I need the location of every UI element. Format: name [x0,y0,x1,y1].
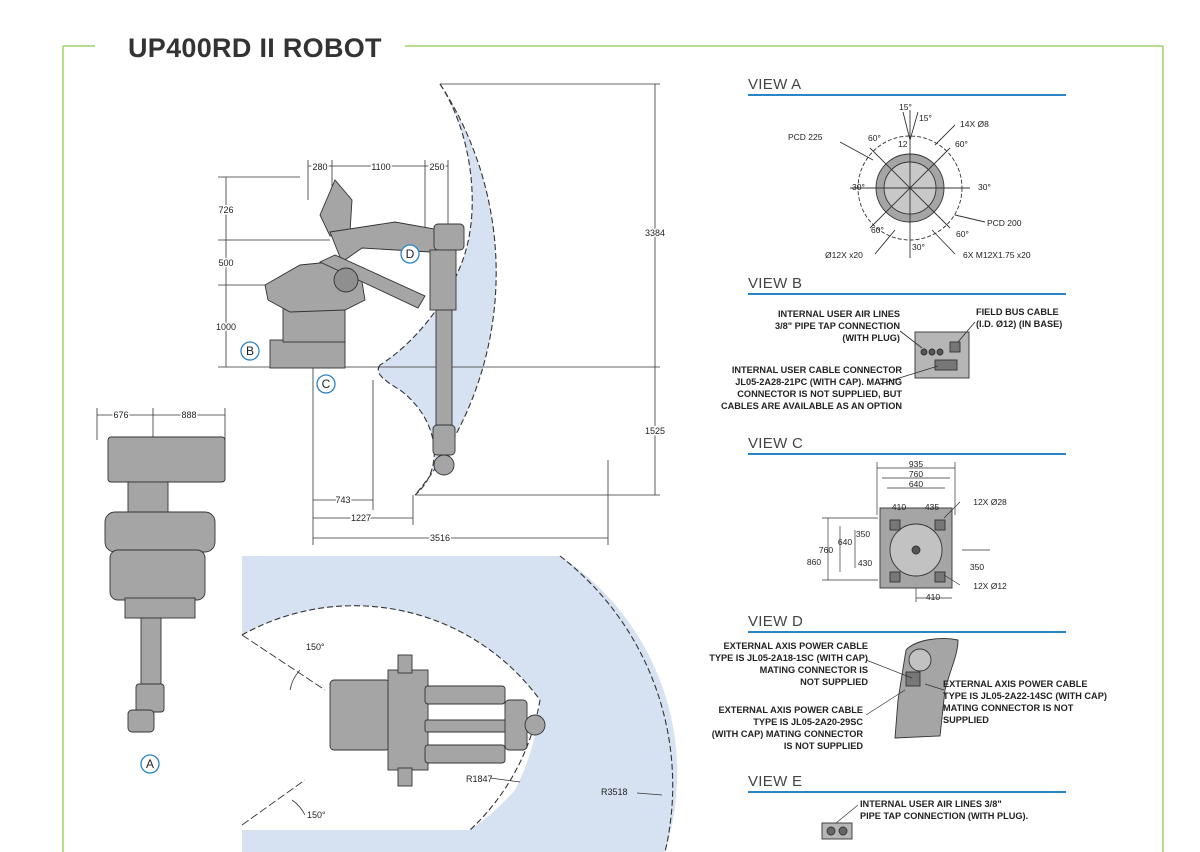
view-d-heading: VIEW D [748,613,1066,633]
view-a-angle-15-left: 15° [899,102,912,112]
view-c-dim-640-left: 640 [838,537,852,547]
view-a-holes-bottom-left: Ø12X x20 [825,250,863,260]
dim-726: 726 [218,205,233,215]
view-a-angle-30-bottom: 30° [912,242,925,252]
view-a-labels: 15° 15° 12 60° 60° 30° 30° 60° 60° 30° P… [788,102,1031,260]
view-a-angle-60-top-right: 60° [955,139,968,149]
view-c-dim-935: 935 [909,459,923,469]
view-b-air-lines-note: INTERNAL USER AIR LINES 3/8" PIPE TAP CO… [774,309,900,343]
dim-1000: 1000 [216,322,236,332]
view-e-air-lines-note: INTERNAL USER AIR LINES 3/8" PIPE TAP CO… [860,799,1029,821]
view-b-user-cable-note: INTERNAL USER CABLE CONNECTOR JL05-2A28-… [720,365,902,411]
side-work-envelope [377,83,497,496]
view-c-dim-640-top: 640 [909,479,923,489]
view-a-holes-top: 14X Ø8 [960,119,989,129]
dim-500: 500 [218,258,233,268]
callout-d-circle [400,244,420,264]
view-c-dim-760-left: 760 [819,545,833,555]
callout-d: D [406,247,415,261]
view-c-dim-350-left: 350 [856,529,870,539]
dim-743: 743 [335,495,350,505]
page-frame [62,45,1164,852]
view-a-angle-15-right: 15° [919,113,932,123]
callout-a-circle [140,754,160,774]
view-d-part [865,638,959,739]
robot-front-illustration [104,436,226,733]
callout-b-circle [240,341,260,361]
radius-outer: R3518 [601,787,628,797]
view-a-pcd-200: PCD 200 [987,218,1022,228]
callout-c: C [322,377,331,391]
view-a-label-12: 12 [898,139,908,149]
view-a-angle-30-right: 30° [978,182,991,192]
view-a-angle-30-left: 30° [852,182,865,192]
view-c-holes-12: 12X Ø12 [973,581,1007,591]
dim-888: 888 [181,410,196,420]
dim-3384: 3384 [645,228,665,238]
view-a-holes-bottom-right: 6X M12X1.75 x20 [963,250,1031,260]
angle-150-lower: 150° [307,810,326,820]
angle-150-upper: 150° [306,642,325,652]
view-d-cable-note-2: EXTERNAL AXIS POWER CABLE TYPE IS JL05-2… [711,705,863,751]
radius-inner: R1847 [466,774,493,784]
view-c-dim-410-top: 410 [892,502,906,512]
view-c-dim-430: 430 [858,558,872,568]
view-b-heading: VIEW B [748,275,1066,295]
dim-3516: 3516 [430,533,450,543]
view-a-angle-60-bottom-left: 60° [871,225,884,235]
view-a-heading: VIEW A [748,76,1066,96]
dim-1227: 1227 [351,513,371,523]
callout-a: A [146,757,154,771]
callout-c-circle [316,374,336,394]
view-c-dim-860: 860 [807,557,821,567]
view-c-dim-760-top: 760 [909,469,923,479]
robot-side-illustration [264,179,465,476]
view-a-angle-60-top-left: 60° [868,133,881,143]
view-d-cable-note-1: EXTERNAL AXIS POWER CABLE TYPE IS JL05-2… [709,641,868,687]
dim-280: 280 [312,162,327,172]
view-c-dim-435: 435 [925,502,939,512]
callout-b: B [246,344,254,358]
top-view-labels: 150° 150° R1847 R3518 [306,642,628,820]
view-b-field-bus-note: FIELD BUS CABLE (I.D. Ø12) (IN BASE) [976,307,1063,329]
view-e-panel [821,804,859,840]
view-c-labels: 935 760 640 410 435 350 640 760 860 430 … [807,459,1007,602]
view-c-dim-410-bottom: 410 [926,592,940,602]
view-c-base [822,462,990,602]
view-c-dim-350-right: 350 [970,562,984,572]
view-a-flange [839,110,986,258]
robot-top-illustration [329,654,546,787]
side-view-dimension-text: 280 1100 250 726 500 1000 3384 1525 743 … [214,161,666,545]
view-a-angle-60-bottom-right: 60° [956,229,969,239]
view-c-heading: VIEW C [748,435,1066,455]
page-title: UP400RD II ROBOT [120,33,390,64]
view-d-cable-note-3: EXTERNAL AXIS POWER CABLE TYPE IS JL05-2… [943,679,1107,725]
dim-676: 676 [113,410,128,420]
view-c-holes-28: 12X Ø28 [973,497,1007,507]
front-view-dimension-text: 676 888 [112,409,198,422]
view-e-heading: VIEW E [748,773,1066,793]
view-b-panel [879,321,976,385]
dim-1100: 1100 [371,162,390,172]
dim-250: 250 [429,162,444,172]
front-view-dimension-lines [96,408,226,440]
view-a-pcd-225: PCD 225 [788,132,823,142]
dim-1525: 1525 [645,426,665,436]
